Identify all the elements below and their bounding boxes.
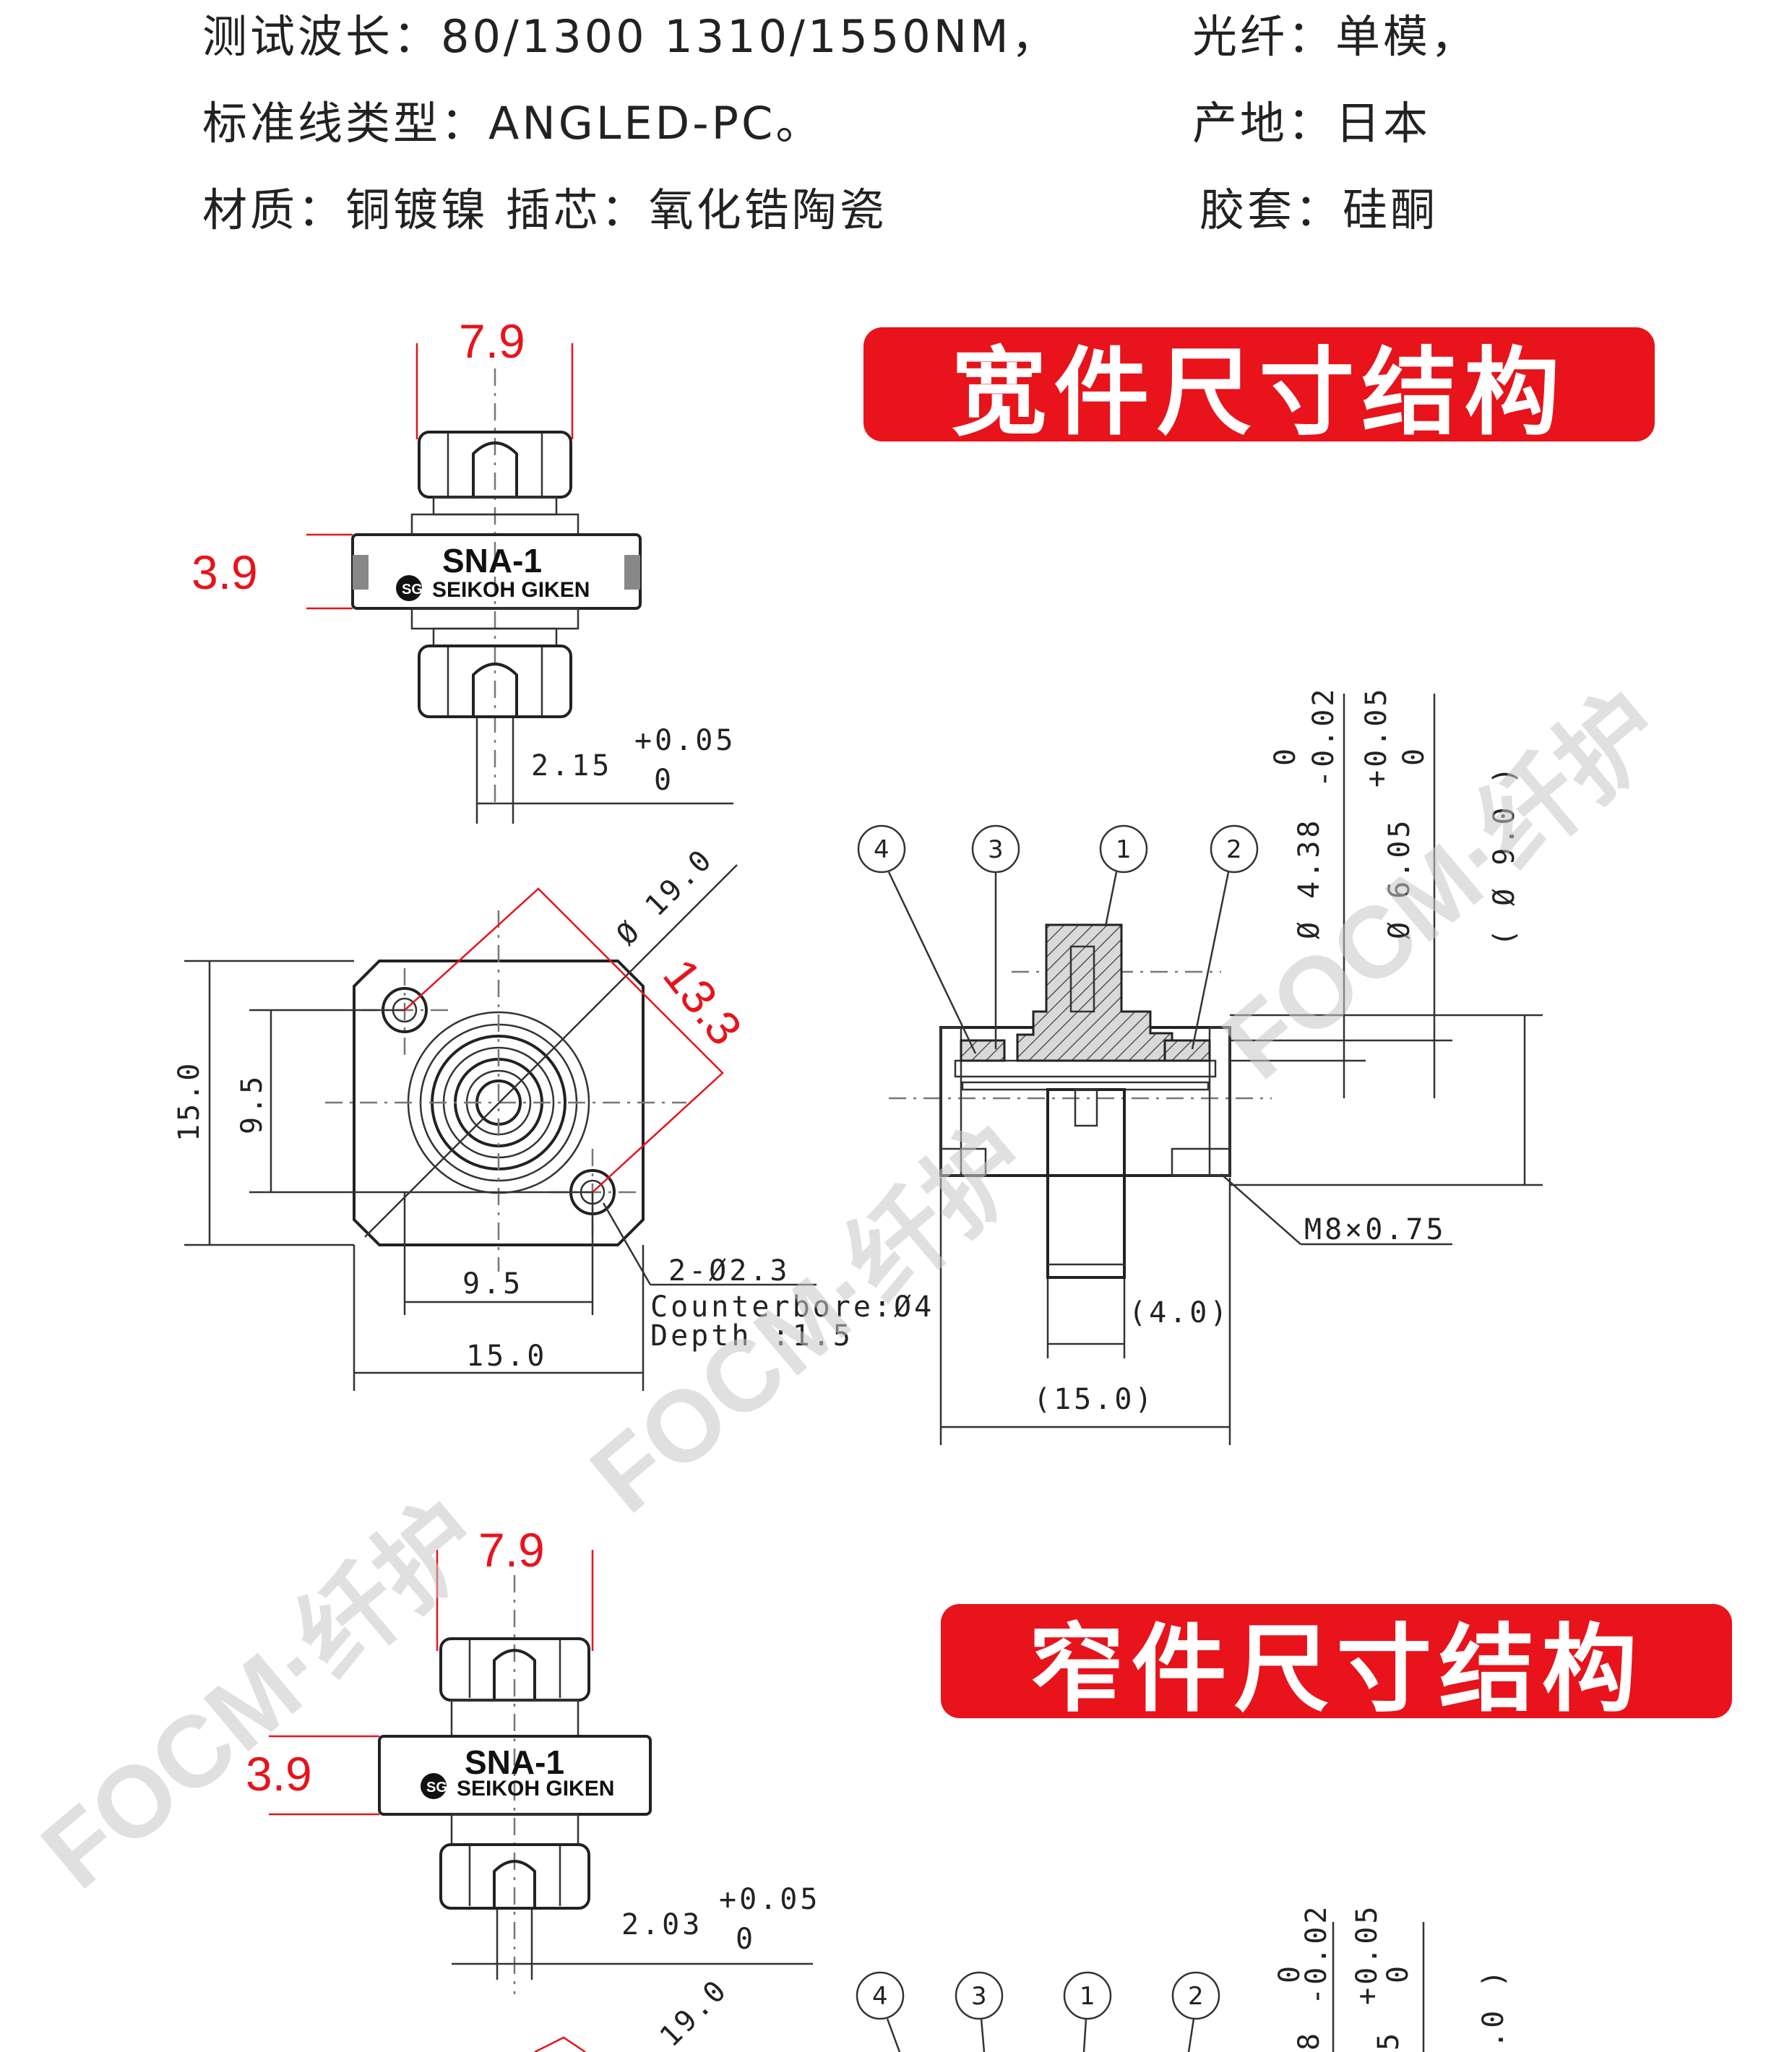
wide-inner-height-dim: 9.5 [236,1074,269,1134]
bore-2-dim: Ø 6.05 [1383,818,1416,940]
narrow-bottom-hex-nut [439,1843,590,1910]
part-label-2: 2 [1226,835,1242,864]
svg-text:8: 8 [1293,2030,1326,2051]
svg-text:0: 0 [654,764,674,797]
svg-text:+0.05: +0.05 [634,724,736,757]
wide-hole-spec: 2-Ø2.3 [668,1254,791,1288]
wide-outer-width-dim: 15.0 [466,1340,547,1373]
narrow-diag-dim: 19.0 [654,1973,735,2052]
svg-text:SG: SG [426,1780,447,1796]
svg-text:+0.05: +0.05 [719,1883,820,1916]
svg-text:-0.02: -0.02 [1307,686,1340,788]
wide-diag-red-dim: 13.3 [653,949,752,1055]
bore-1-dim: Ø 4.38 [1293,818,1326,940]
watermark-1: FOCM·纤护 [1202,671,1684,1100]
svg-text:0: 0 [736,1923,756,1956]
narrow-size-banner: 窄件尺寸结构 [941,1604,1732,1725]
bottom-hex-nut [418,645,572,718]
narrow-width-top-label: 7.9 [478,1523,545,1577]
svg-text:Depth :1.5: Depth :1.5 [650,1319,853,1353]
spec-wavelength: 测试波长：80/1300 1310/1550NM， [202,10,1059,63]
spec-fiber: 光纤：单模， [1192,10,1479,63]
wide-product-view: 7.9 SNA-1 SG SEIKOH GIKEN 3.9 2.15 [191,314,736,824]
svg-text:SG: SG [402,582,423,598]
narrow-section-partial: 4 3 1 2 0 -0.02 8 +0.05 0 5 .0 ) 19.0 [534,1904,1510,2052]
svg-text:Counterbore:Ø4: Counterbore:Ø4 [650,1290,934,1324]
narrow-model-label: SNA-1 [465,1743,564,1781]
length-4-dim: (4.0) [1129,1296,1230,1329]
spec-sleeve: 胶套：硅酮 [1199,184,1439,236]
narrow-height-side-label: 3.9 [246,1747,312,1801]
wide-model-label: SNA-1 [442,542,542,579]
wide-section-view: 4 3 1 2 M8×0.75 (4.0) (15.0) Ø 4.38 0 - [857,686,1543,1445]
svg-text:5: 5 [1372,2030,1405,2051]
spec-origin: 产地：日本 [1192,97,1431,150]
spec-material: 材质：铜镀镍 插芯：氧化锆陶瓷 [202,184,887,236]
wide-brand-label: SEIKOH GIKEN [432,578,590,602]
svg-text:0: 0 [1273,1963,1306,1983]
svg-text:0: 0 [1397,746,1431,766]
brand-logo-icon [396,575,422,601]
narrow-shaft-dim: 2.03 [621,1908,702,1941]
watermark-3: FOCM·纤护 [20,1480,502,1910]
spec-line-type: 标准线类型：ANGLED-PC。 [202,97,824,150]
part-label-4: 4 [874,835,889,864]
narrow-part-label-4: 4 [872,1982,888,2011]
wide-height-side-label: 3.9 [191,546,258,599]
narrow-product-view: 7.9 SNA-1 SG SEIKOH GIKEN 3.9 2.03 +0.05… [246,1523,820,1994]
narrow-part-label-1: 1 [1080,1982,1095,2011]
bore-3-dim: ( Ø 9.0 ) [1488,764,1521,947]
narrow-brand-label: SEIKOH GIKEN [457,1777,614,1801]
wide-size-banner: 宽件尺寸结构 [863,327,1655,449]
narrow-part-label-3: 3 [971,1982,987,2011]
part-label-1: 1 [1116,835,1132,864]
wide-width-top-label: 7.9 [459,314,525,368]
svg-text:-0.02: -0.02 [1300,1904,1333,2005]
svg-text:0: 0 [1269,746,1302,766]
svg-text:.0 ): .0 ) [1477,1967,1510,2048]
svg-text:0: 0 [1382,1963,1415,1983]
part-callouts: 4 3 1 2 [857,824,1259,1054]
svg-text:+0.05: +0.05 [1351,1904,1384,2005]
svg-text:+0.05: +0.05 [1360,686,1393,788]
narrow-part-label-2: 2 [1188,1982,1204,2011]
part-label-3: 3 [988,835,1004,864]
wide-shaft-dim: 2.15 [531,749,612,783]
narrow-brand-logo-icon [421,1773,447,1799]
wide-outer-height-dim: 15.0 [173,1061,206,1142]
thread-spec: M8×0.75 [1304,1213,1447,1246]
wide-inner-width-dim: 9.5 [462,1267,523,1301]
length-15-dim: (15.0) [1033,1383,1155,1416]
wide-diag-dim: Ø 19.0 [611,842,720,952]
